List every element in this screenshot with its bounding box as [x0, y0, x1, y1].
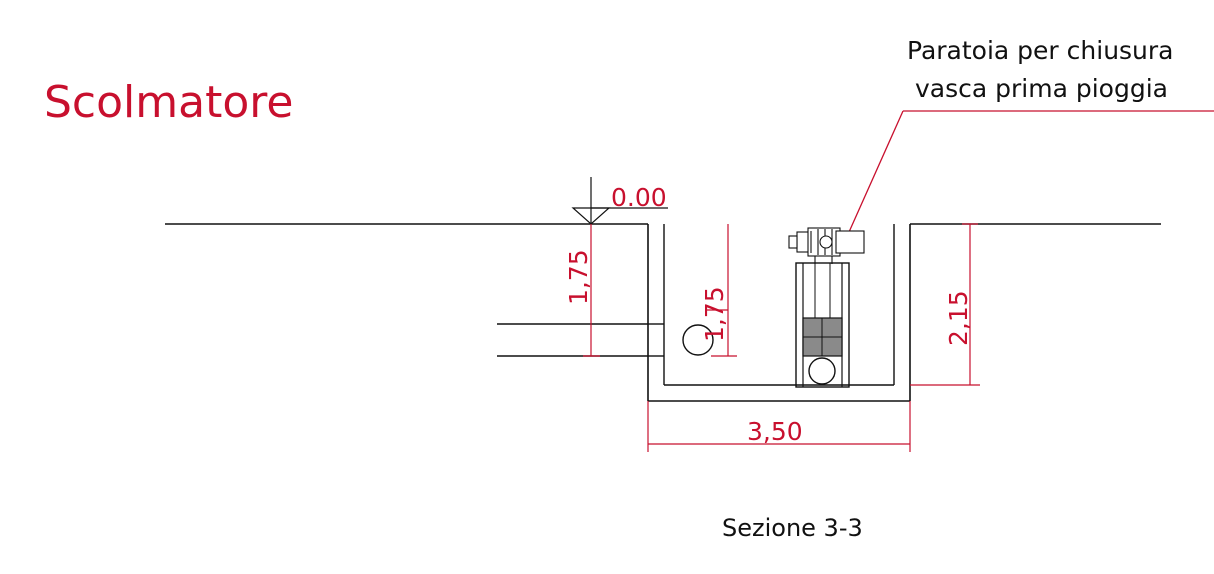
level-marker: [571, 177, 668, 225]
outlet-pipe-section: [682, 324, 714, 356]
inlet-pipe: [497, 323, 664, 357]
dim-width-label: 3,50: [747, 417, 803, 446]
dim-inner-depth-label: 1,75: [700, 286, 729, 342]
dim-pipe-depth-label: 1,75: [564, 249, 593, 305]
tank-inner-wall: [663, 224, 895, 386]
callout-leader: [840, 110, 904, 251]
gate-actuator: [788, 227, 865, 264]
dim-total-depth: [910, 223, 980, 386]
callout-line-1: Paratoia per chiusura: [907, 36, 1174, 65]
tank-outer-wall: [647, 224, 911, 402]
level-label: 0.00: [611, 183, 667, 212]
section-caption: Sezione 3-3: [722, 514, 863, 542]
dim-total-depth-label: 2,15: [944, 290, 973, 346]
callout-line-2: vasca prima pioggia: [915, 74, 1168, 103]
dim-pipe-depth: [583, 224, 600, 357]
sluice-gate: [795, 262, 850, 388]
dim-inner-depth: [705, 224, 737, 357]
dim-width: [647, 401, 911, 452]
drawing-title: Scolmatore: [44, 77, 293, 128]
